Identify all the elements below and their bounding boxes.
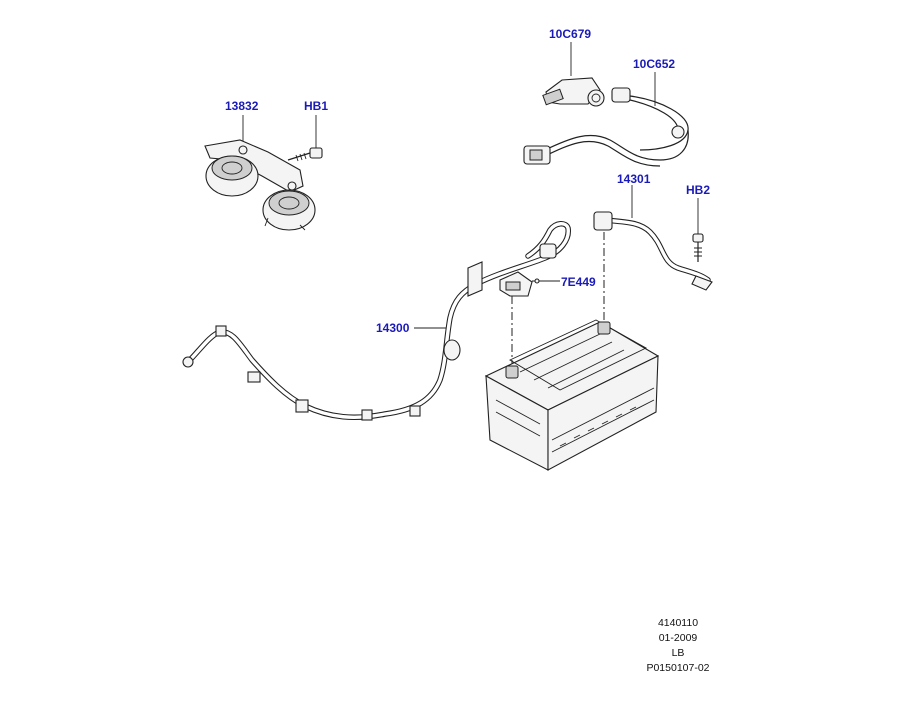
battery-negative-terminal bbox=[597, 321, 611, 335]
battery bbox=[484, 319, 660, 471]
cable-14300 bbox=[182, 221, 571, 421]
cable-14300-end bbox=[182, 356, 194, 368]
reference-block: 4140110 01-2009 LB P0150107-02 bbox=[618, 616, 738, 676]
horn-assembly bbox=[204, 115, 316, 231]
horn-1-face bbox=[211, 155, 253, 181]
terminal-7e449 bbox=[499, 271, 560, 297]
sensor-10c679 bbox=[542, 42, 605, 107]
horn-2-face bbox=[268, 190, 310, 216]
harness-10c652 bbox=[523, 72, 689, 167]
bolt-hb2 bbox=[692, 198, 704, 262]
reference-date: 01-2009 bbox=[658, 632, 698, 644]
reference-code: LB bbox=[671, 647, 685, 659]
callout-10c652: 10C652 bbox=[633, 57, 676, 71]
callout-10c679: 10C679 bbox=[549, 27, 592, 41]
cable-14301-terminal bbox=[593, 211, 613, 231]
callout-7e449: 7E449 bbox=[561, 275, 596, 289]
callout-hb1: HB1 bbox=[304, 99, 329, 113]
callout-14300: 14300 bbox=[376, 321, 410, 335]
callout-hb2: HB2 bbox=[686, 183, 711, 197]
reference-illustration-id: P0150107-02 bbox=[646, 662, 710, 674]
reference-number: 4140110 bbox=[657, 617, 699, 629]
battery-side bbox=[547, 355, 659, 471]
battery-positive-terminal bbox=[505, 365, 519, 379]
callout-13832: 13832 bbox=[225, 99, 259, 113]
bolt-hb1 bbox=[287, 115, 323, 162]
cable-14301 bbox=[593, 185, 713, 291]
callout-14301: 14301 bbox=[617, 172, 651, 186]
cable-14301-eyelet bbox=[691, 275, 713, 291]
